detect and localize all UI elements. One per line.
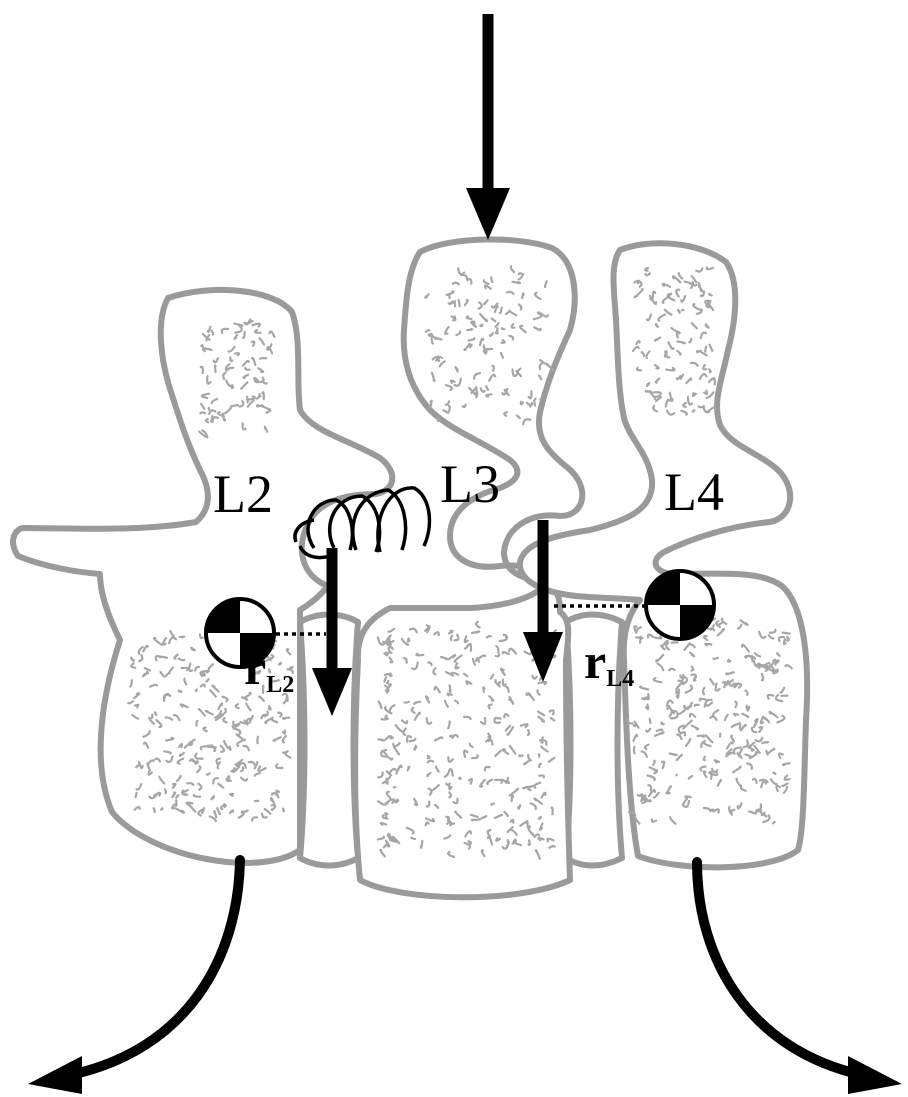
label-l3: L3: [440, 454, 500, 514]
top-load-arrow-head: [466, 188, 510, 240]
left-curved-arrow-head: [28, 1056, 82, 1094]
label-r-l2-subscript: L2: [266, 672, 294, 698]
left-curved-arrow-shaft: [70, 860, 240, 1075]
center-of-mass-l4-icon: [646, 571, 714, 639]
label-r-l4-symbol: r: [584, 633, 606, 689]
label-r-l4-subscript: L4: [606, 666, 634, 692]
right-curved-arrow-head: [848, 1056, 902, 1094]
label-l2: L2: [213, 464, 273, 524]
top-load-arrow: [466, 14, 510, 240]
label-l4: L4: [664, 462, 724, 522]
right-curved-arrow-shaft: [697, 862, 862, 1075]
label-r-l2-symbol: r: [244, 639, 266, 695]
